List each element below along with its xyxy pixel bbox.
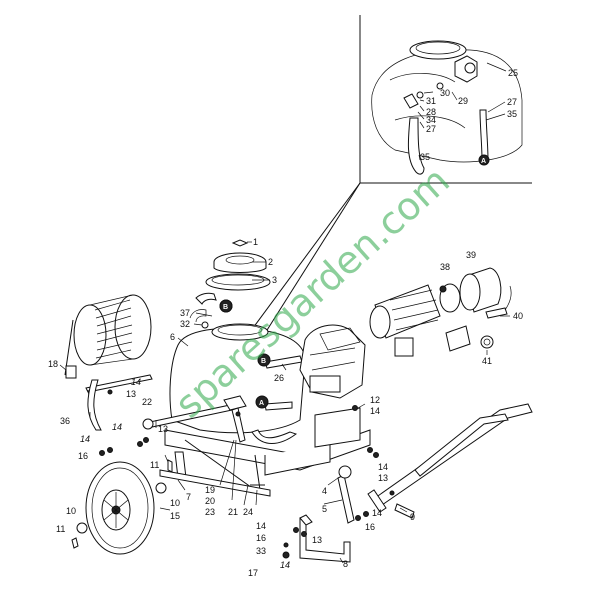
callout: 26 — [274, 373, 284, 383]
callout: 16 — [365, 522, 375, 532]
callout: 23 — [205, 507, 215, 517]
wheel — [71, 459, 173, 555]
inset-labels: 25 30 29 31 28 34 27 27 35 35 A — [420, 68, 518, 165]
callout: 40 — [513, 311, 523, 321]
callout: 28 — [426, 107, 436, 117]
marker-label: A — [259, 400, 264, 407]
callout: 8 — [343, 559, 348, 569]
callout: 16 — [256, 533, 266, 543]
callout: 34 — [426, 115, 436, 125]
callout: 10 — [170, 498, 180, 508]
callout: 17 — [248, 568, 258, 578]
callout: 24 — [243, 507, 253, 517]
stand-leg — [282, 465, 355, 563]
callout: 9 — [410, 512, 415, 522]
callout: 32 — [180, 319, 190, 329]
callout: 14 — [280, 560, 290, 570]
spray-lance — [142, 395, 247, 443]
callout: 22 — [142, 397, 152, 407]
callout: 11 — [150, 460, 159, 470]
callout: 18 — [48, 359, 58, 369]
callout: 5 — [322, 504, 327, 514]
callout: 38 — [440, 262, 450, 272]
callout: 7 — [186, 492, 191, 502]
connection-markers: B B A — [219, 299, 271, 409]
marker-label: B — [223, 304, 228, 311]
callout: 14 — [370, 406, 380, 416]
callout: 14 — [80, 434, 90, 444]
callout: 33 — [256, 546, 266, 556]
callout: 3 — [272, 275, 277, 285]
trolley-frame — [159, 407, 371, 497]
marker-label: B — [261, 358, 266, 365]
callout: 14 — [256, 521, 266, 531]
callout: 14 — [372, 508, 382, 518]
callout: 35 — [507, 109, 517, 119]
callout: 2 — [268, 257, 273, 267]
callout: 39 — [466, 250, 476, 260]
inset-tank-detail — [371, 40, 523, 175]
callout: 12 — [370, 395, 380, 405]
callout: 25 — [508, 68, 518, 78]
callout: 20 — [205, 496, 215, 506]
callout: 27 — [426, 124, 436, 134]
callout: 13 — [158, 424, 168, 434]
hose-reel — [64, 294, 153, 431]
callout: 14 — [112, 422, 122, 432]
callout: 13 — [378, 473, 388, 483]
callout: 10 — [66, 506, 76, 516]
callout: 15 — [170, 511, 180, 521]
callout: 13 — [312, 535, 322, 545]
callout: 29 — [458, 96, 468, 106]
callout: 37 — [180, 308, 190, 318]
leader-lines — [59, 241, 510, 564]
callout: 11 — [56, 524, 65, 534]
callout: 31 — [426, 96, 436, 106]
callout: 35 — [420, 152, 430, 162]
callout: 13 — [126, 389, 136, 399]
callout: 4 — [322, 486, 327, 496]
callout: 16 — [78, 451, 88, 461]
callout: 36 — [60, 416, 70, 426]
callout: 27 — [507, 97, 517, 107]
main-labels: 1 2 3 37 32 6 18 14 13 36 22 14 14 16 13… — [48, 237, 523, 578]
callout: 1 — [253, 237, 258, 247]
callout: 19 — [205, 485, 215, 495]
callout: 30 — [440, 88, 450, 98]
push-handle — [367, 403, 533, 519]
fasteners — [99, 405, 379, 537]
callout: 6 — [170, 332, 175, 342]
callout: 41 — [482, 356, 492, 366]
pump-motor-unit — [299, 267, 512, 399]
callout: 14 — [131, 377, 141, 387]
marker-label: A — [481, 158, 486, 165]
callout: 14 — [378, 462, 388, 472]
callout: 21 — [228, 507, 238, 517]
